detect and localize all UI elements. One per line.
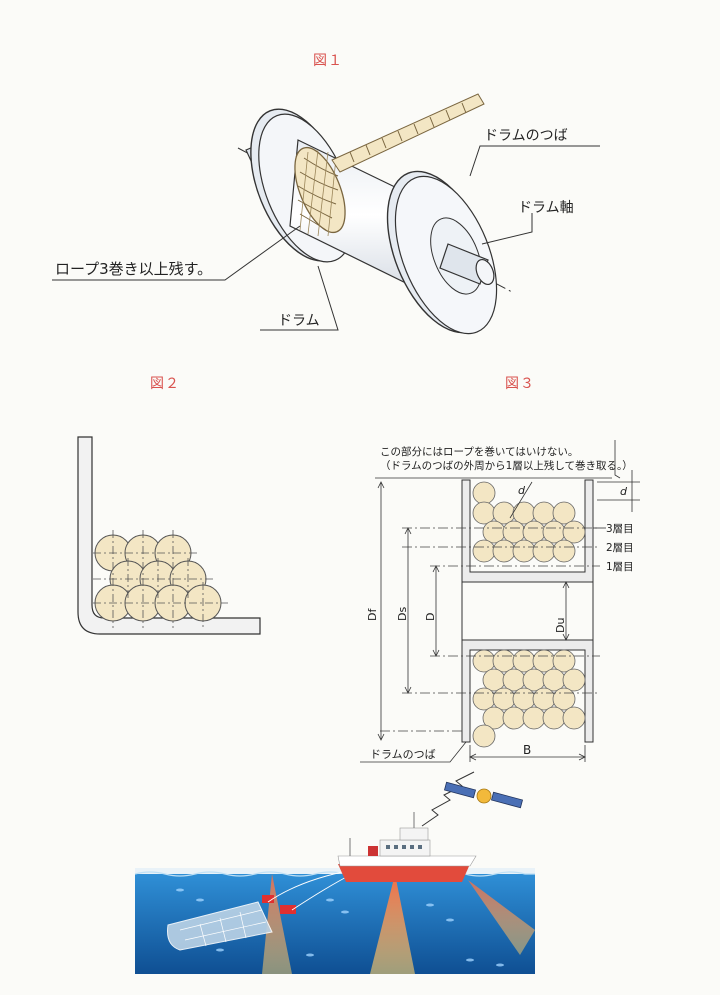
label-shaft: ドラム軸 — [518, 200, 574, 216]
layer-label-2: 2層目 — [606, 542, 634, 554]
satellite — [443, 781, 524, 809]
label-flange: ドラムのつば — [484, 128, 568, 144]
dim-B: B — [523, 743, 531, 757]
dim-Df: Df — [366, 608, 379, 621]
figure1-title: 図１ — [313, 53, 343, 69]
figure3-title: 図３ — [505, 376, 535, 392]
dim-d-right: d — [620, 485, 628, 498]
dim-D: D — [424, 613, 437, 621]
figure1-drum — [237, 93, 513, 335]
dim-Ds: Ds — [396, 607, 409, 621]
figure3-section: この部分にはロープを巻いてはいけない。 （ドラムのつばの外周から1層以上残して巻… — [360, 440, 640, 763]
fishing-illustration — [134, 771, 535, 974]
dim-d-inner: d — [518, 484, 526, 497]
ship — [337, 812, 477, 882]
label-drum: ドラム — [278, 313, 320, 329]
figure2-title: 図２ — [150, 376, 180, 392]
figure1-leaders — [52, 145, 600, 331]
label-flange-fig3: ドラムのつば — [370, 748, 436, 761]
note-line1: この部分にはロープを巻いてはいけない。 — [380, 445, 578, 458]
layer-label-1: 1層目 — [606, 561, 634, 573]
layer-label-3: 3層目 — [606, 523, 634, 535]
label-rope-remain: ロープ3巻き以上残す。 — [55, 260, 212, 278]
figure2-winding — [77, 436, 261, 635]
dim-Du: Du — [554, 618, 567, 633]
note-line2: （ドラムのつばの外周から1層以上残して巻き取る。） — [380, 459, 633, 472]
